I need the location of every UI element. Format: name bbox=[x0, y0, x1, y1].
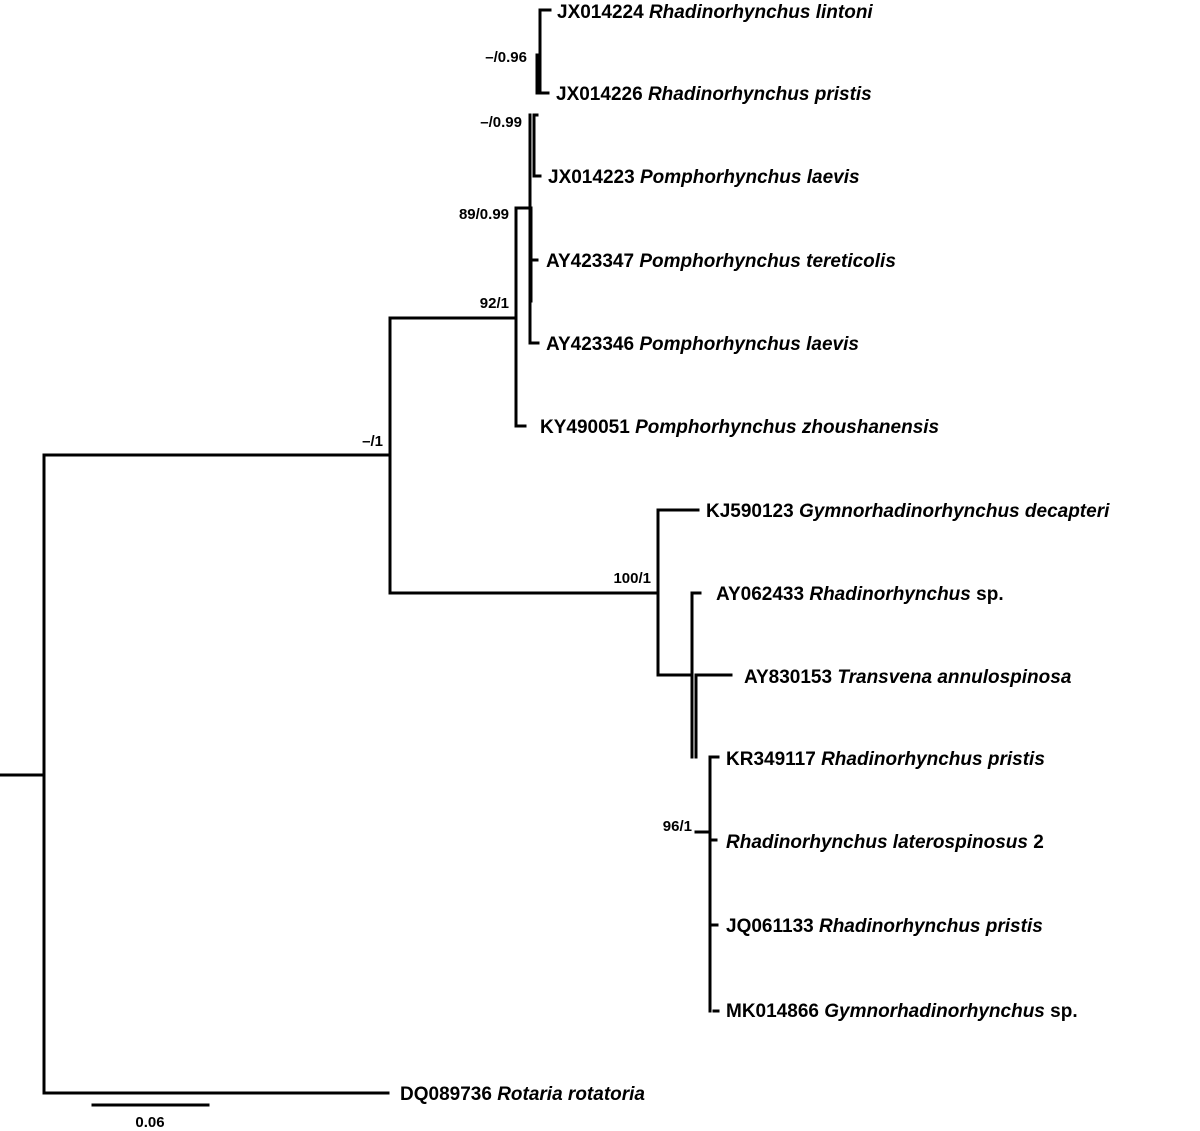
tip-label: JX014226 Rhadinorhynchus pristis bbox=[556, 84, 872, 105]
tip-label: JX014224 Rhadinorhynchus lintoni bbox=[557, 2, 873, 23]
tip-label: AY423347 Pomphorhynchus tereticolis bbox=[546, 251, 896, 272]
support-value: –/0.99 bbox=[480, 114, 522, 131]
support-value: 92/1 bbox=[480, 295, 509, 312]
tip-label: KR349117 Rhadinorhynchus pristis bbox=[726, 749, 1045, 770]
tip-label: AY423346 Pomphorhynchus laevis bbox=[546, 334, 859, 355]
support-value: –/1 bbox=[362, 433, 383, 450]
branch-to-JX014224 bbox=[535, 8, 542, 57]
branch-to-JX014226 bbox=[538, 53, 550, 95]
support-value: 96/1 bbox=[663, 818, 692, 835]
tip-labels: JX014224 Rhadinorhynchus lintoni JX01422… bbox=[400, 2, 1110, 1105]
support-value: –/0.96 bbox=[485, 49, 527, 66]
tip-label: JQ061133 Rhadinorhynchus pristis bbox=[726, 916, 1043, 937]
tip-label: AY830153 Transvena annulospinosa bbox=[744, 667, 1072, 688]
tip-label: KY490051 Pomphorhynchus zhoushanensis bbox=[540, 417, 939, 438]
tip-label: Rhadinorhynchus laterospinosus 2 bbox=[726, 832, 1044, 853]
tip-label: DQ089736 Rotaria rotatoria bbox=[400, 1084, 645, 1105]
branch-to-JX014223 bbox=[532, 113, 542, 178]
support-value: 100/1 bbox=[613, 570, 651, 587]
support-value: 89/0.99 bbox=[459, 206, 509, 223]
tip-label: MK014866 Gymnorhadinorhynchus sp. bbox=[726, 1001, 1078, 1022]
tip-label: KJ590123 Gymnorhadinorhynchus decapteri bbox=[706, 501, 1110, 522]
tip-label: JX014223 Pomphorhynchus laevis bbox=[548, 167, 860, 188]
tree-branches bbox=[0, 8, 733, 1107]
scale-bar-label: 0.06 bbox=[135, 1114, 164, 1131]
tip-label: AY062433 Rhadinorhynchus sp. bbox=[716, 584, 1004, 605]
support-labels: –/0.96 –/0.99 89/0.99 92/1 –/1 100/1 96/… bbox=[362, 49, 692, 835]
